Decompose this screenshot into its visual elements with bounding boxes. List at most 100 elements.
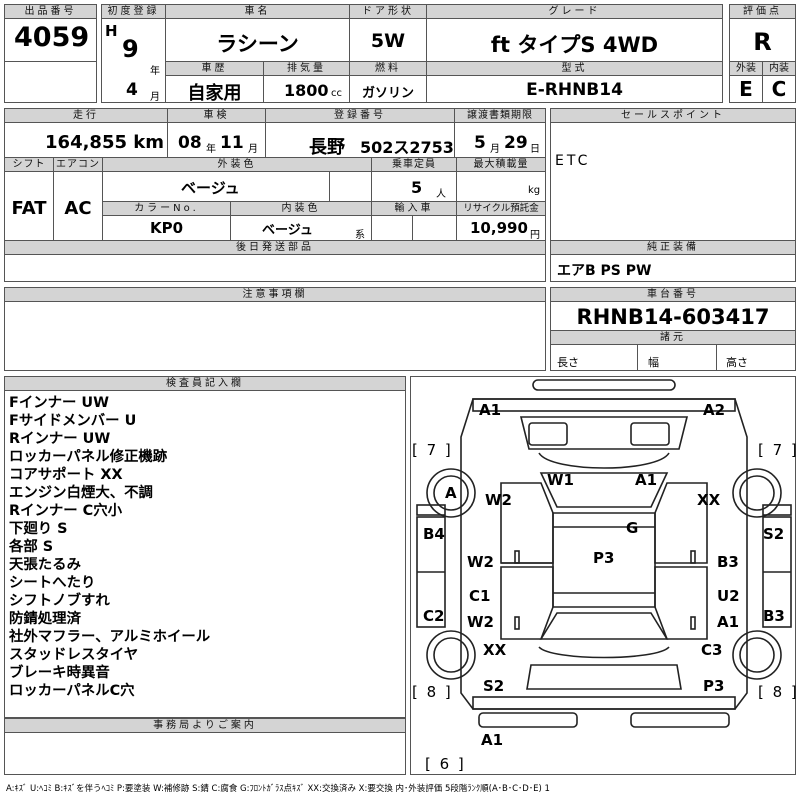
mark-roof-center: P3 (593, 549, 615, 567)
door-type: 5W (370, 30, 406, 52)
recycle-fee: 10,990 (470, 219, 528, 237)
transfer-label: 譲渡書類期限 (454, 108, 546, 123)
equipment: エアB PS PW (557, 263, 652, 279)
mark-roof: G (626, 519, 639, 537)
sales-point-label: セールスポイント (550, 108, 796, 123)
car-name: ラシーン (216, 32, 299, 56)
lot-number: 4059 (14, 22, 90, 53)
import-label: 輸入車 (371, 201, 457, 216)
capacity: 5 (411, 178, 423, 197)
recycle-label: リサイクル預託金 (456, 201, 546, 216)
import-divider (412, 216, 413, 241)
specs-label: 諸元 (550, 330, 796, 345)
mark-quarter-right: B3 (763, 607, 785, 625)
fuel: ガソリン (362, 86, 415, 101)
grade: ft タイプS 4WD (490, 33, 659, 57)
mark-front-left: A1 (479, 401, 502, 419)
int-color: ベージュ (262, 223, 313, 238)
caution-label: 注意事項欄 (4, 287, 546, 302)
int-color-label: 内装色 (230, 201, 372, 216)
model: E-RHNB14 (526, 80, 623, 100)
inspection-month: 11 (220, 133, 244, 153)
mark-pillar-left: C1 (469, 587, 491, 605)
color-no: KP0 (150, 219, 184, 237)
interior-label: 内装 (762, 61, 796, 76)
mark-rear-right: P3 (703, 677, 725, 695)
mark-pillar-right: U2 (717, 587, 740, 605)
mark-tire-front-left: A (445, 484, 457, 502)
max-load-unit: kg (528, 185, 541, 196)
remark-item: Fサイドメンバー U (9, 413, 137, 429)
fuel-label: 燃料 (349, 61, 427, 76)
first-reg-year: 9 (122, 35, 139, 63)
remark-item: 各部 S (9, 539, 54, 555)
tread-front-left: [ 7 ] (412, 441, 453, 459)
score: R (753, 28, 772, 56)
damage-legend: A:ｷｽﾞ U:ﾍｺﾐ B:ｷｽﾞを伴うﾍｺﾐ P:要塗装 W:補修跡 S:錆 … (6, 784, 550, 794)
mark-tire-rear-right: C3 (701, 641, 723, 659)
ext-color-label: 外装色 (102, 157, 372, 172)
inspection-month-unit: 月 (248, 144, 258, 155)
shift-label: シフト (4, 157, 54, 172)
score-label: 評価点 (729, 4, 796, 19)
car-outline-drawing (416, 379, 792, 728)
remark-item: 防錆処理済 (9, 611, 81, 627)
ac: AC (64, 198, 92, 219)
int-color-unit: 系 (355, 230, 365, 241)
remark-item: 下廻り S (9, 521, 68, 537)
tread-rear-left: [ 8 ] (412, 683, 453, 701)
mark-door-left: B4 (423, 525, 445, 543)
shift: FAT (11, 198, 47, 219)
displacement-label: 排気量 (263, 61, 350, 76)
max-load-label: 最大積載量 (456, 157, 546, 172)
tread-rear-right: [ 8 ] (758, 683, 799, 701)
reg-number: 502ス2753 (360, 138, 454, 157)
height-label: 高さ (726, 356, 748, 369)
first-reg-label: 初度登録 (101, 4, 166, 19)
specs-divider-2 (716, 345, 717, 371)
remark-item: スタッドレスタイヤ (9, 647, 139, 663)
capacity-label: 乗車定員 (371, 157, 457, 172)
mark-fender-right: XX (697, 491, 721, 509)
remarks-list: Fインナー UW Fサイドメンバー U Rインナー UW ロッカーパネル修正機跡… (9, 394, 401, 700)
mark-windshield: W1 (547, 471, 574, 489)
mark-rear-left: S2 (483, 677, 505, 695)
remark-item: エンジン白煙大、不調 (9, 485, 153, 501)
specs-divider-1 (637, 345, 638, 371)
month-unit: 月 (150, 92, 160, 103)
remark-item: 天張たるみ (9, 557, 81, 573)
tread-front-right: [ 7 ] (758, 441, 799, 459)
displacement: 1800 (284, 81, 329, 100)
grade-label: グレード (426, 4, 723, 19)
history-label: 車歴 (165, 61, 264, 76)
remark-item: コアサポート XX (9, 467, 123, 483)
mark-rear-door-left: W2 (467, 613, 494, 631)
remark-item: ロッカーパネル修正機跡 (9, 449, 168, 465)
exterior-label: 外装 (729, 61, 763, 76)
condition-diagram: [ 7 ] [ 7 ] [ 8 ] [ 8 ] [ 6 ] A1 A2 A W2… (410, 376, 799, 775)
transfer-month-unit: 月 (490, 144, 500, 155)
chassis-number: RHNB14-603417 (576, 305, 770, 329)
mileage-label: 走行 (4, 108, 168, 123)
transfer-day: 29 (504, 133, 528, 153)
transfer-day-unit: 日 (530, 144, 540, 155)
exterior-grade: E (739, 77, 753, 101)
mark-front-right: A2 (703, 401, 726, 419)
model-label: 型式 (426, 61, 723, 76)
first-reg-cell (101, 4, 166, 103)
remark-item: Rインナー UW (9, 431, 111, 447)
office-label: 事務局よりご案内 (4, 718, 406, 733)
displacement-unit: cc (331, 88, 342, 99)
color-no-label: カラーNo. (102, 201, 231, 216)
interior-grade: C (771, 77, 787, 101)
reg-area: 長野 (309, 137, 345, 158)
mark-quarter-left: C2 (423, 607, 445, 625)
remark-item: Fインナー UW (9, 395, 109, 411)
history: 自家用 (187, 83, 242, 104)
inspection-label: 車検 (167, 108, 266, 123)
reg-no-label: 登録番号 (265, 108, 455, 123)
remark-item: シフトノブすれ (9, 593, 110, 609)
mark-fender-left: W2 (485, 491, 512, 509)
door-label: ドア形状 (349, 4, 427, 19)
ext-color-divider (329, 172, 330, 202)
